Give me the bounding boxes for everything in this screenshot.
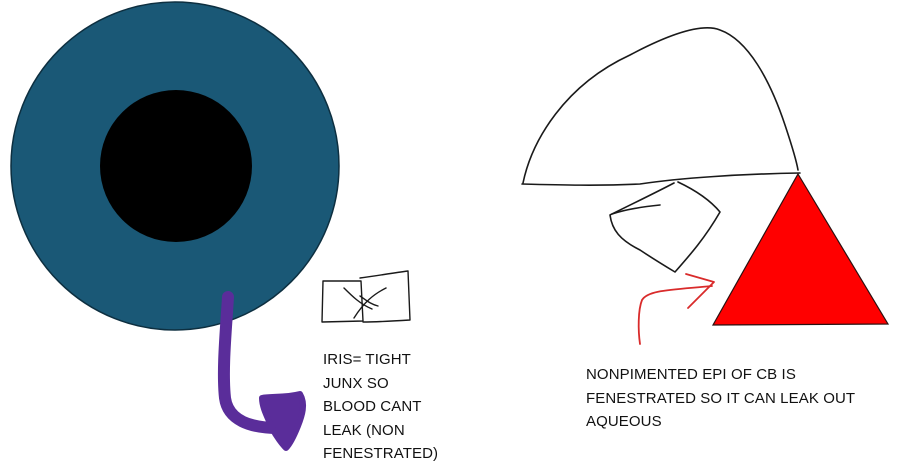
tight-junction-sketch [321, 270, 411, 323]
red-arrow-shaft [637, 285, 713, 345]
red-arrow-head [685, 273, 715, 309]
iris-tight-junction-label: IRIS= TIGHT JUNX SO BLOOD CANT LEAK (NON… [323, 351, 439, 462]
ciliary-base-line [521, 172, 801, 186]
ciliary-epithelium-label: NONPIMENTED EPI OF CB IS FENESTRATED SO … [586, 366, 856, 430]
purple-arrow-shaft [217, 291, 284, 434]
ciliary-body-sketch [521, 27, 801, 273]
eye-drawing [10, 1, 340, 331]
purple-arrow-head [259, 391, 307, 451]
junction-scribble [343, 287, 387, 319]
cell-box-left [321, 280, 364, 323]
red-triangle [711, 172, 890, 326]
cell-box-right [359, 270, 411, 323]
ciliary-fold-line [611, 204, 661, 215]
ciliary-dome-outline [522, 27, 799, 184]
pupil-circle [100, 90, 252, 242]
red-arrow [637, 273, 715, 345]
ciliary-process-outline [609, 181, 721, 273]
purple-arrow [217, 291, 307, 451]
